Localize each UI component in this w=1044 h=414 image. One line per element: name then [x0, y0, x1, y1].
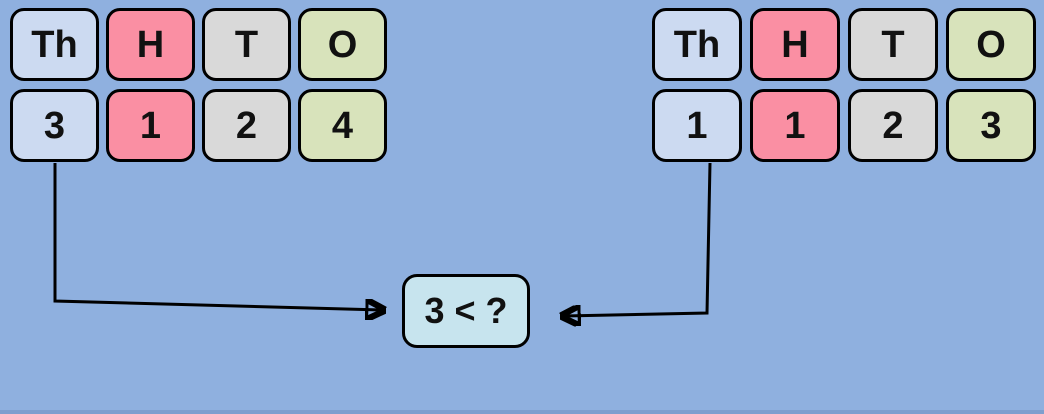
right-digit-ones: 3: [946, 89, 1036, 162]
left-header-tens: T: [202, 8, 291, 81]
right-header-ones: O: [946, 8, 1036, 81]
left-digit-hundreds: 1: [106, 89, 195, 162]
left-header-thousands: Th: [10, 8, 99, 81]
left-place-value-table: Th H T O 3 1 2 4: [10, 8, 387, 162]
right-thousands-arrow: [564, 162, 712, 316]
right-place-value-table: Th H T O 1 1 2 3: [652, 8, 1036, 162]
right-header-tens: T: [848, 8, 938, 81]
right-digit-thousands: 1: [652, 89, 742, 162]
comparison-box: 3 < ?: [402, 274, 530, 348]
left-header-ones: O: [298, 8, 387, 81]
left-digit-thousands: 3: [10, 89, 99, 162]
left-digit-ones: 4: [298, 89, 387, 162]
left-digit-tens: 2: [202, 89, 291, 162]
right-header-hundreds: H: [750, 8, 840, 81]
right-digit-hundreds: 1: [750, 89, 840, 162]
left-header-hundreds: H: [106, 8, 195, 81]
comparison-label: 3 < ?: [424, 290, 508, 331]
left-thousands-arrow: [53, 163, 382, 310]
right-digit-tens: 2: [848, 89, 938, 162]
right-header-thousands: Th: [652, 8, 742, 81]
